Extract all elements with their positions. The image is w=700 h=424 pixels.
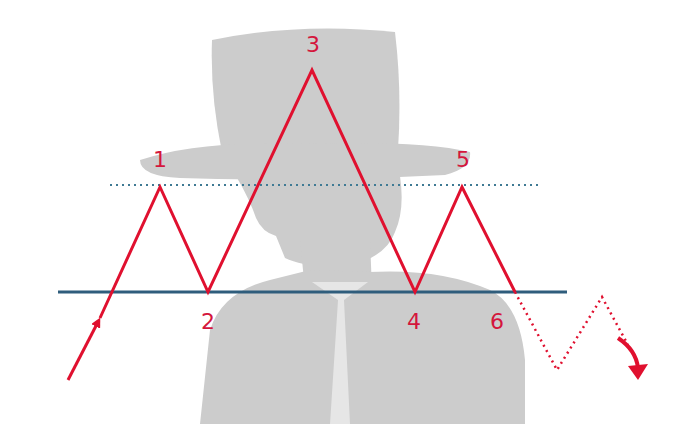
shoulder-level bbox=[110, 184, 540, 186]
projected-line bbox=[515, 292, 628, 370]
shirt-collar bbox=[312, 282, 368, 424]
down-arrow-head bbox=[628, 364, 648, 380]
neckline bbox=[58, 291, 567, 294]
callout-number: 1 bbox=[153, 149, 167, 171]
down-arrow bbox=[618, 338, 638, 368]
callout-number: 2 bbox=[201, 311, 215, 333]
callout-number: 5 bbox=[456, 149, 470, 171]
man-silhouette bbox=[140, 28, 525, 424]
callout-number: 6 bbox=[490, 311, 504, 333]
entry-arrow bbox=[68, 322, 98, 380]
callout-number: 3 bbox=[306, 34, 320, 56]
price-line bbox=[100, 70, 515, 318]
callout-number: 4 bbox=[407, 311, 421, 333]
